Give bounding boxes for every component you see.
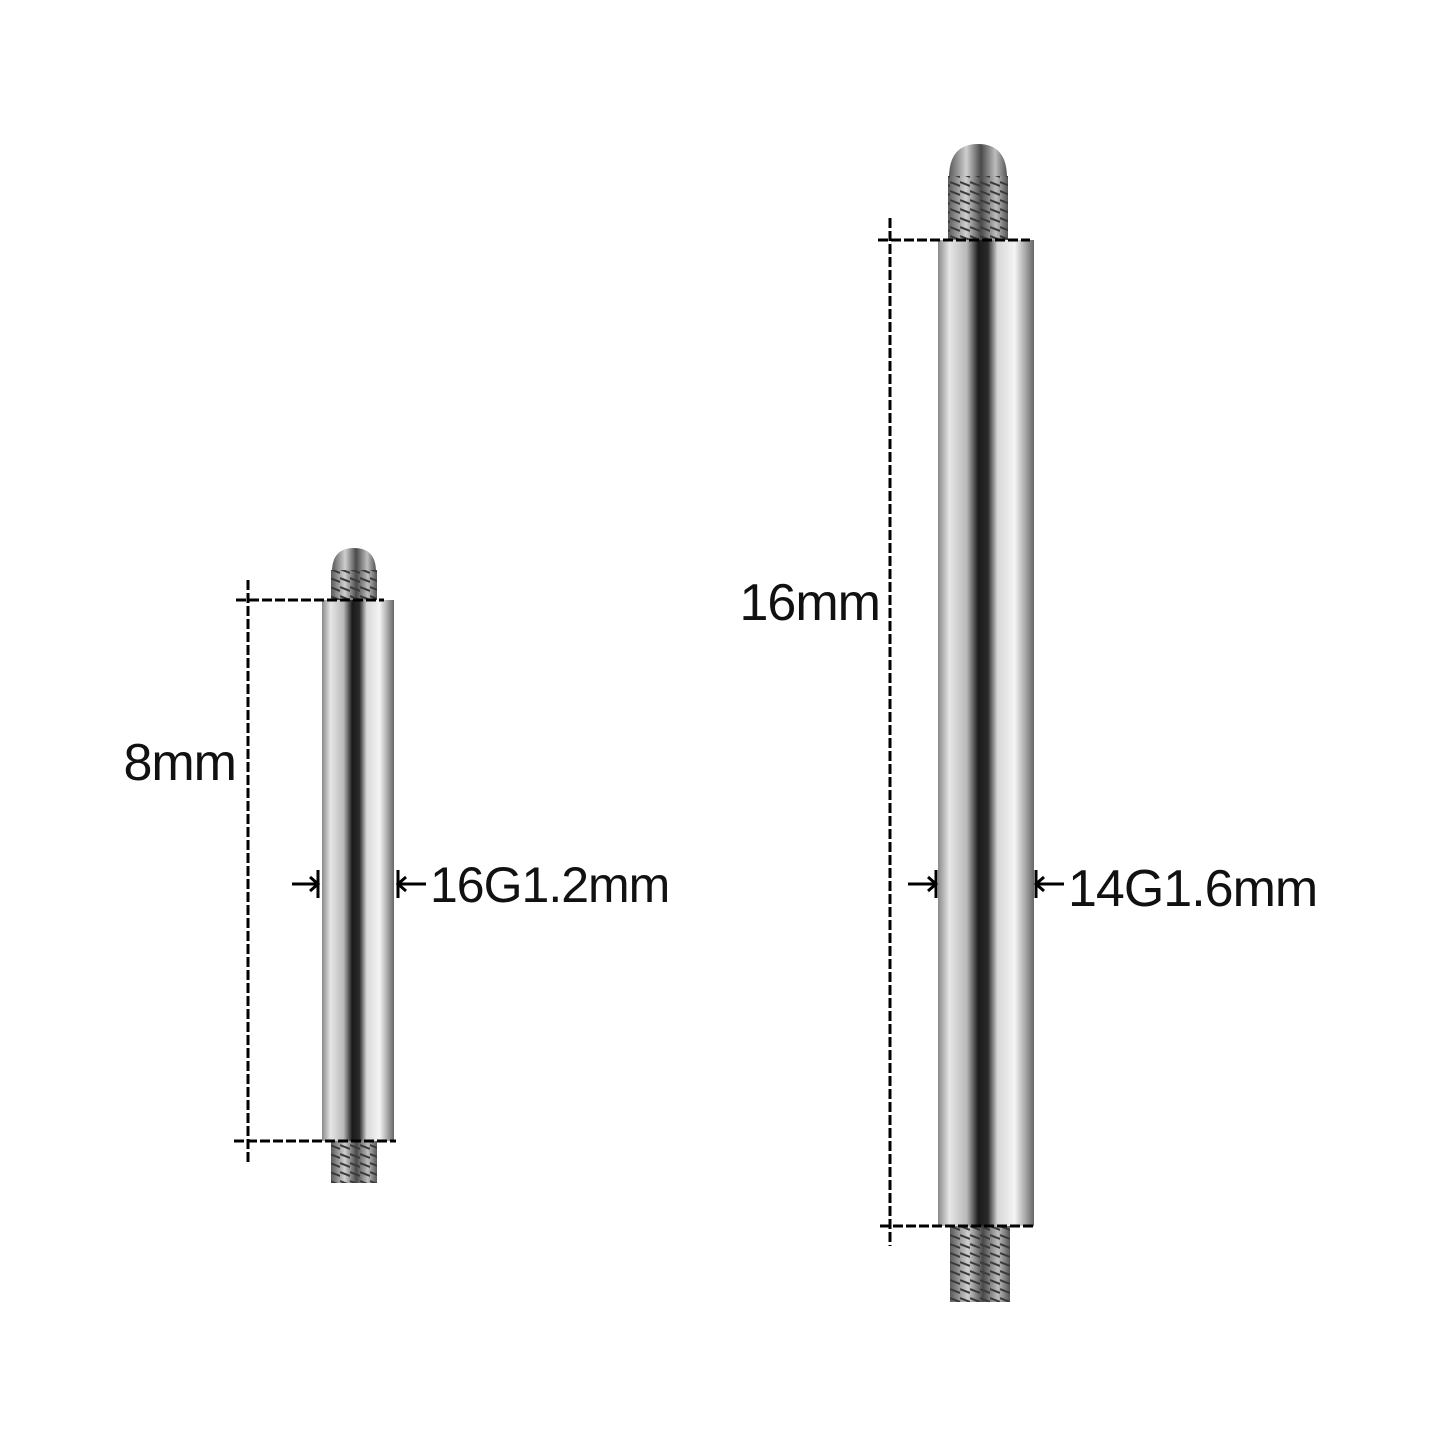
gauge-arrows [908, 870, 1064, 898]
barbell-8mm: 8mm 16G1.2mm [123, 548, 670, 1183]
gauge-arrows [292, 870, 426, 898]
top-thread [948, 144, 1008, 240]
length-label: 8mm [123, 734, 236, 792]
length-dimension [234, 580, 396, 1165]
top-thread [331, 548, 377, 602]
length-label: 16mm [740, 574, 880, 632]
bar-shaft [322, 600, 394, 1141]
bottom-thread [950, 1226, 1010, 1302]
bottom-thread [331, 1141, 377, 1183]
gauge-label: 14G1.6mm [1068, 860, 1317, 918]
length-dimension [878, 218, 1034, 1246]
barbell-16mm: 16mm 14G1.6mm [740, 144, 1318, 1302]
gauge-label: 16G1.2mm [430, 857, 669, 913]
bar-shaft [938, 240, 1034, 1226]
